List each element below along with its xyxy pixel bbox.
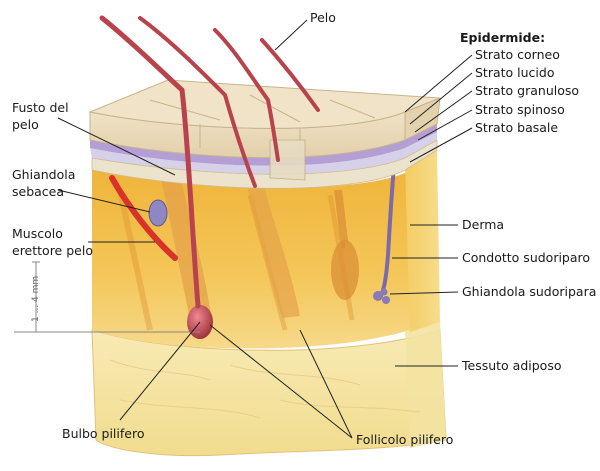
label-muscolo-line2: erettore pelo	[12, 243, 93, 258]
arrector-muscle	[109, 175, 178, 261]
leader-granuloso	[414, 90, 473, 133]
sebaceous-gland	[148, 199, 168, 227]
dermis-right-face	[405, 150, 440, 332]
stratum-corneum-side	[404, 97, 441, 141]
fat-lobules	[109, 359, 421, 419]
follicles	[160, 175, 359, 322]
stratum-lucidum	[90, 124, 437, 166]
label-ghiandola-sebacea-line1: Ghiandola	[12, 167, 76, 182]
label-derma: Derma	[462, 217, 505, 232]
leader-follicolo-a	[299, 329, 353, 439]
label-fusto-line1: Fusto del	[12, 100, 69, 115]
label-follicolo-pilifero: Follicolo pilifero	[356, 432, 454, 447]
adipose-right-face	[405, 320, 446, 448]
label-ghiandola-sebacea-line2: sebacea	[12, 184, 65, 199]
leader-ghiandola-sud	[389, 291, 459, 295]
label-strato-basale: Strato basale	[475, 120, 559, 135]
leader-lucido	[409, 72, 473, 125]
hair-3	[213, 28, 280, 162]
leader-follicolo-b	[209, 324, 353, 439]
follicle-2	[245, 178, 300, 318]
label-scale: 1 ... 4 mm	[31, 275, 41, 322]
epidermis-notch	[269, 139, 306, 181]
label-bulbo-pilifero: Bulbo pilifero	[62, 426, 145, 441]
label-strato-granuloso: Strato granuloso	[475, 83, 580, 98]
label-strato-spinoso: Strato spinoso	[475, 102, 565, 117]
label-strato-lucido: Strato lucido	[475, 65, 555, 80]
follicle-3	[331, 240, 359, 300]
follicle-1	[160, 175, 212, 322]
leader-lines	[57, 19, 473, 439]
label-ghiandola-sudoripara: Ghiandola sudoripara	[462, 284, 597, 299]
label-strato-corneo: Strato corneo	[475, 47, 560, 62]
label-condotto-sudoriparo: Condotto sudoriparo	[462, 250, 591, 265]
label-muscolo-line1: Muscolo	[12, 226, 63, 241]
leader-sebacea	[57, 189, 151, 213]
leader-bulbo	[119, 321, 201, 421]
stratum-spinosum	[91, 139, 438, 189]
leader-fusto	[57, 117, 176, 176]
label-epidermide-title: Epidermide:	[460, 30, 546, 45]
sweat-gland	[373, 288, 390, 304]
label-pelo: Pelo	[310, 10, 336, 25]
label-tessuto-adiposo: Tessuto adiposo	[462, 358, 562, 373]
hair-4	[260, 38, 320, 112]
hair-2	[138, 16, 257, 188]
stratum-granulosum	[90, 132, 437, 175]
leader-pelo	[274, 19, 308, 51]
leader-spinoso	[417, 109, 473, 141]
hairs	[99, 15, 320, 309]
label-fusto-line2: pelo	[12, 117, 39, 132]
leader-corneo	[404, 54, 473, 113]
leader-basale	[409, 127, 473, 163]
scale-bar	[14, 261, 200, 333]
hair-1	[99, 15, 201, 309]
